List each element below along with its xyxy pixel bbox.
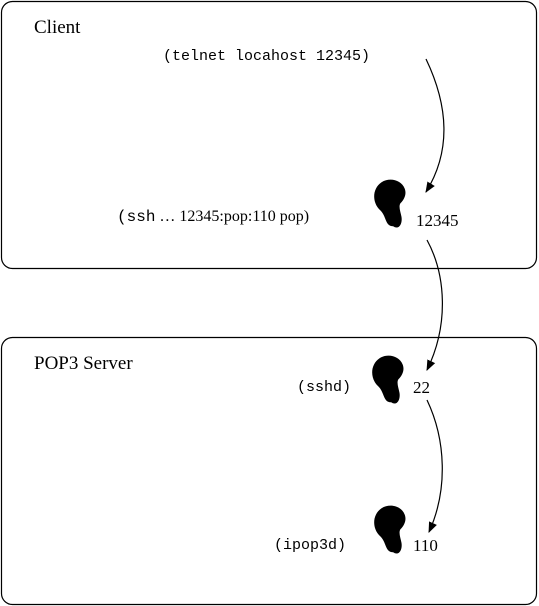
arrow-12345-to-22	[426, 239, 443, 371]
arrow-22-to-110	[426, 399, 443, 533]
ssh-command-mono: ssh	[127, 208, 156, 226]
telnet-command: (telnet locahost 12345)	[163, 48, 370, 65]
telnet-command-text: telnet locahost 12345	[172, 48, 361, 65]
sshd-ear-icon	[372, 355, 404, 404]
client-box	[0, 0, 538, 270]
sshd-label-text: sshd	[306, 379, 342, 396]
client-ear-icon	[374, 179, 406, 228]
client-title: Client	[34, 17, 81, 38]
server-title: POP3 Server	[34, 353, 133, 374]
arrow-telnet-to-12345	[425, 58, 445, 193]
sshd-port: 22	[413, 378, 430, 397]
ssh-command: (ssh … 12345:pop:110 pop)	[117, 208, 309, 226]
ssh-command-rest: … 12345:pop:110 pop	[155, 208, 303, 225]
ipop3d-label-text: ipop3d	[283, 537, 337, 554]
sshd-label: (sshd)	[297, 379, 351, 396]
ipop3d-port: 110	[413, 536, 438, 555]
ipop3d-ear-icon	[374, 505, 406, 554]
client-port: 12345	[416, 211, 459, 230]
server-box	[0, 336, 538, 606]
ipop3d-label: (ipop3d)	[274, 537, 346, 554]
